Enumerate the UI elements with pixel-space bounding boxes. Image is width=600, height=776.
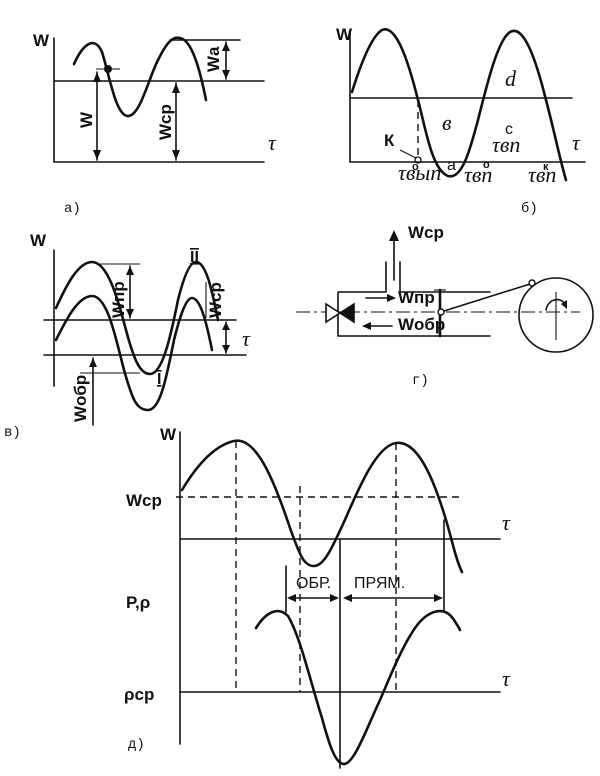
panel-d-upper-wave: [180, 439, 464, 574]
panel-a-wsr-label: Wср: [156, 104, 175, 140]
panel-v-tau-label: τ: [242, 326, 251, 351]
panel-d-p-rho-label: Р,ρ: [126, 593, 150, 612]
panel-b-tau-vp: τвп: [492, 132, 520, 157]
panel-v-wpr-label: Wпр: [109, 281, 128, 318]
panel-a-tau-label: τ: [268, 130, 277, 155]
panel-g-wobr-label: Wобр: [398, 315, 445, 334]
panel-b-tau-vyp: τвып: [398, 160, 441, 185]
panel-g-wsr-arrow-head: [389, 230, 399, 241]
panel-d-wsr-label: Wср: [126, 491, 162, 510]
panel-d-obr-label: ОБР.: [296, 575, 331, 592]
panel-d: W Wср τ τ Р,ρ ρср ОБР. ПРЯМ. д): [124, 425, 511, 769]
panel-g-valve-left: [325, 302, 342, 324]
panel-d-pryam-label: ПРЯМ.: [354, 575, 405, 592]
panel-v-wobr-arrow-head: [89, 358, 97, 367]
panel-v-caption: в): [4, 425, 21, 441]
panel-b-tau-vp-0-sup: о: [483, 159, 490, 171]
panel-v-wsr-arrow-heads: [222, 322, 230, 353]
panel-v-curve-i-label: I: [157, 371, 161, 388]
panel-d-caption: д): [128, 737, 145, 753]
panel-g-wpr-label: Wпр: [398, 288, 435, 307]
panel-b-k-label: К: [384, 131, 395, 150]
panel-g-piston-pin: [437, 308, 445, 316]
panel-b-region-b: в: [442, 110, 452, 135]
panel-b-region-d: d: [505, 66, 517, 91]
panel-d-rho-sr-label: ρср: [124, 685, 154, 704]
panel-a-w-arrow-label: W: [77, 111, 96, 128]
panel-g-wobr-arrow-head: [362, 322, 371, 330]
panel-d-tau-top: τ: [502, 510, 511, 535]
panel-g-wsr-label: Wср: [408, 223, 444, 242]
panel-a-caption: а): [64, 201, 81, 217]
panel-g-rotation-arrow-head: [561, 300, 567, 309]
panel-b-wave: [350, 28, 568, 182]
panel-v: W τ II I Wпр Wср Wобр в): [4, 231, 251, 441]
panel-a-wa-arrow-heads: [222, 42, 230, 79]
panel-g-crank-wheel: [518, 277, 594, 353]
panel-v-curve-ii-label: II: [190, 249, 199, 266]
panel-v-curve-i: [54, 294, 214, 412]
panel-v-wobr-label: Wобр: [71, 375, 90, 422]
panel-b-k-mark: [414, 156, 422, 164]
panel-d-w-label: W: [160, 425, 177, 444]
panel-a-w-label: W: [33, 31, 50, 50]
panel-v-w-label: W: [30, 231, 47, 250]
panel-d-lower-wave: [254, 609, 462, 766]
panel-b-tau-vyp-sup: о: [412, 161, 419, 173]
panel-v-wsr-label: Wср: [206, 282, 225, 318]
panel-g-wpr-arrow-head: [387, 294, 396, 302]
panel-a-w-arrow-heads: [93, 72, 101, 160]
panel-b-tau-vp-k: τвп: [528, 162, 556, 187]
panel-b: К W τ d в с а τвп τвып о τвп о τвп к б): [336, 25, 586, 217]
panel-g-caption: г): [412, 373, 429, 389]
panel-b-tau-vp-k-sup: к: [543, 161, 549, 173]
panel-b-region-c: с: [505, 121, 513, 138]
panel-b-k-pointer: [399, 149, 417, 159]
panel-a: W τ W Wср Wа а): [33, 31, 277, 217]
panel-b-region-a: а: [447, 157, 456, 174]
panel-g-rod: [443, 283, 531, 312]
panel-b-tau-label: τ: [572, 130, 581, 155]
panel-b-caption: б): [521, 200, 538, 217]
panel-a-wa-label: Wа: [204, 46, 223, 72]
panel-b-tau-vp-0: τвп: [464, 162, 492, 187]
panel-d-tau-bottom: τ: [502, 666, 511, 691]
panel-a-wave: [72, 36, 208, 118]
panel-g: Wср Wпр Wобр г): [296, 223, 594, 389]
panel-v-curve-ii: [54, 260, 220, 376]
panel-b-w-label: W: [336, 25, 353, 44]
panel-g-valve-right: [338, 302, 355, 324]
